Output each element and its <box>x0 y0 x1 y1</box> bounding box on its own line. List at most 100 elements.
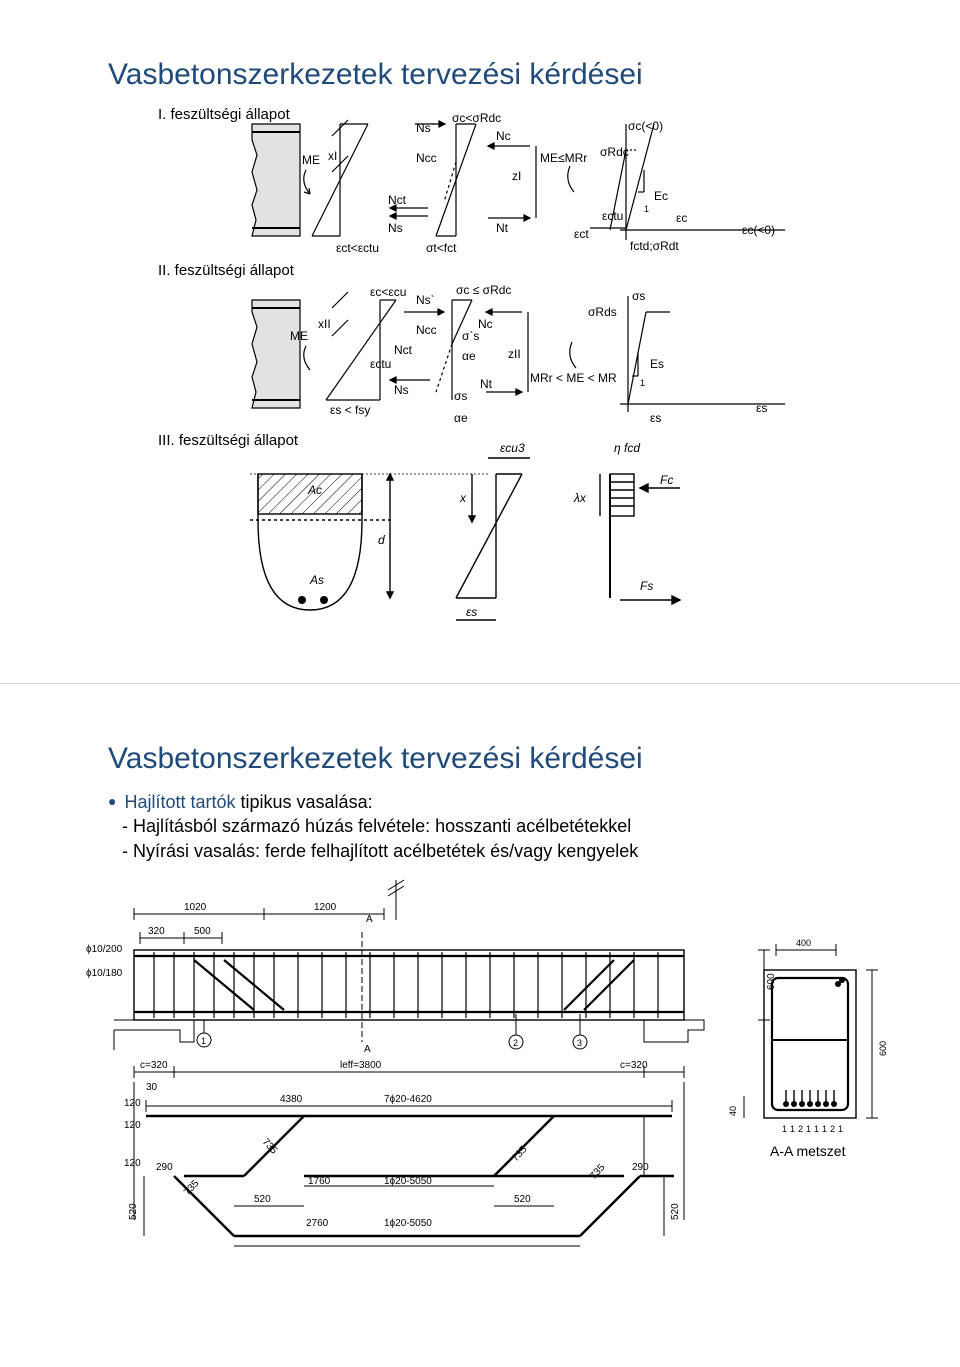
fig3-x: x <box>459 491 467 505</box>
dim-top-1200: 1200 <box>314 902 337 913</box>
sec-mark-1: 1 <box>782 1124 787 1134</box>
fig1-me: ME <box>302 153 320 167</box>
dim-735-c: 735 <box>510 1144 530 1164</box>
dim-30: 30 <box>146 1082 158 1093</box>
fig2-sig-s1: σ`s <box>462 329 479 343</box>
bullet-icon: ● <box>108 793 117 809</box>
state-label-1: I. feszültségi állapot <box>158 106 290 123</box>
dim-290-a: 290 <box>156 1162 173 1173</box>
dim-120-b: 120 <box>124 1120 141 1131</box>
sec-mark-2: 1 <box>790 1124 795 1134</box>
sec-mark-4: 1 <box>806 1124 811 1134</box>
fig2-ns: Ns <box>394 383 409 397</box>
section-width-400: 400 <box>796 938 811 948</box>
slide-2-title: Vasbetonszerkezetek tervezési kérdései <box>108 742 643 775</box>
fig2-me: ME <box>290 329 308 343</box>
fig2-relation: MRr < ME < MR <box>530 371 617 385</box>
stirrup-label-2: ϕ10/180 <box>86 968 123 979</box>
slide-divider <box>0 683 960 684</box>
fig1-ns: Ns <box>388 221 403 235</box>
section-40: 40 <box>728 1106 738 1116</box>
fig3-ac: Ac <box>307 483 322 497</box>
fig1-ec: Ec <box>654 189 668 203</box>
dim-290-b: 290 <box>632 1162 649 1173</box>
fig2-eps-top: εc<εcu <box>370 285 406 299</box>
bar-2-label: 1ϕ20-5050 <box>384 1176 432 1187</box>
sec-mark-7: 2 <box>830 1124 835 1134</box>
fig2-epsctu: εctu <box>370 357 391 371</box>
dim-520-d: 520 <box>670 1203 681 1220</box>
state-3-diagram: Ac As x d εcu3 εs λx η fcd Fc Fs <box>250 441 682 621</box>
fig2-ns-top: Ns` <box>416 293 435 307</box>
fig2-es: Es <box>650 357 664 371</box>
fig1-nc: Nc <box>496 129 511 143</box>
dim-520-c: 520 <box>128 1203 139 1220</box>
fig2-eps-s2: εs <box>756 401 767 415</box>
sec-mark-8: 1 <box>838 1124 843 1134</box>
fig1-ncc: Ncc <box>416 151 437 165</box>
dim-735-d: 735 <box>588 1162 608 1182</box>
dim-c-left: c=320 <box>140 1060 168 1071</box>
section-mark-bottom: A <box>364 1044 371 1055</box>
dim-leff: leff=3800 <box>340 1060 382 1071</box>
slide-1: Vasbetonszerkezetek tervezési kérdései I… <box>0 0 960 683</box>
fig1-relation: ME≤MRr <box>540 151 587 165</box>
bullet-line: ●Hajlított tartók tipikus vasalása: <box>108 792 373 813</box>
fig3-fs: Fs <box>640 579 653 593</box>
fig2-nc: Nc <box>478 317 493 331</box>
sub-line-2: - Nyírási vasalás: ferde felhajlított ac… <box>122 841 639 861</box>
dim-735-a: 735 <box>260 1137 280 1157</box>
dim-320: 320 <box>148 926 165 937</box>
fig3-d: d <box>378 533 385 547</box>
fig2-sig-top: σc ≤ σRdc <box>456 283 511 297</box>
bar-1-label: 7ϕ20-4620 <box>384 1094 432 1105</box>
sec-mark-6: 1 <box>822 1124 827 1134</box>
dim-500: 500 <box>194 926 211 937</box>
fig3-eps-cu3: εcu3 <box>500 441 525 455</box>
fig1-sigc-neg: σc(<0) <box>628 119 663 133</box>
dim-520-a: 520 <box>254 1194 271 1205</box>
fig2-nt: Nt <box>480 377 493 391</box>
bullet-rest: tipikus vasalása: <box>235 792 373 812</box>
fig3-as: As <box>309 573 324 587</box>
slide-2: Vasbetonszerkezetek tervezési kérdései ●… <box>0 684 960 1367</box>
section-mark-top: A <box>366 914 373 925</box>
state-label-2: II. feszültségi állapot <box>158 262 294 279</box>
dim-520-b: 520 <box>514 1194 531 1205</box>
dim-top-1020: 1020 <box>184 902 207 913</box>
dim-2760: 2760 <box>306 1218 329 1229</box>
fig1-fctd: fctd;σRdt <box>630 239 679 253</box>
fig3-fc: Fc <box>660 473 673 487</box>
beam-reinforcement-drawing: 1020 1200 320 500 ϕ10/200 ϕ10/180 A A 60… <box>86 879 888 1247</box>
state-label-3: III. feszültségi állapot <box>158 432 299 449</box>
section-height-600: 600 <box>878 1041 888 1056</box>
sub-line-1: - Hajlításból származó húzás felvétele: … <box>122 816 632 836</box>
dim-c-right: c=320 <box>620 1060 648 1071</box>
bar-3-label: 1ϕ20-5050 <box>384 1218 432 1229</box>
state-1-diagram: ME xI Ns` Ncc σc<σRdc Nc zI Nct Ns Nt εc… <box>251 111 785 255</box>
fig1-epsc: εc <box>676 211 687 225</box>
fig2-sig-s2: σs <box>454 389 467 403</box>
fig1-epsctu: εctu <box>602 209 623 223</box>
fig2-eps-s: εs <box>650 411 661 425</box>
dim-735-b: 735 <box>182 1178 202 1198</box>
fig1-epsct: εct <box>574 227 589 241</box>
bar-mark-2: 2 <box>513 1038 518 1048</box>
fig2-alpha2: αe <box>454 411 468 425</box>
fig1-nct: Nct <box>388 193 407 207</box>
fig1-sig-top: σc<σRdc <box>452 111 501 125</box>
fig1-eps-bottom: εct<εctu <box>336 241 379 255</box>
fig2-sig-rds: σRds <box>588 305 617 319</box>
fig2-xii: xII <box>318 317 331 331</box>
fig2-zii: zII <box>508 347 521 361</box>
fig1-ns-top: Ns` <box>416 121 435 135</box>
slide-1-title: Vasbetonszerkezetek tervezési kérdései <box>108 58 643 91</box>
sec-mark-3: 2 <box>798 1124 803 1134</box>
fig1-sigt: σt<fct <box>426 241 457 255</box>
dim-120-a: 120 <box>124 1098 141 1109</box>
fig1-epsc-neg: εc(<0) <box>742 223 775 237</box>
fig2-alpha1: αe <box>462 349 476 363</box>
dim-4380: 4380 <box>280 1094 303 1105</box>
height-600: 600 <box>766 973 777 990</box>
stirrup-label-1: ϕ10/200 <box>86 944 123 955</box>
